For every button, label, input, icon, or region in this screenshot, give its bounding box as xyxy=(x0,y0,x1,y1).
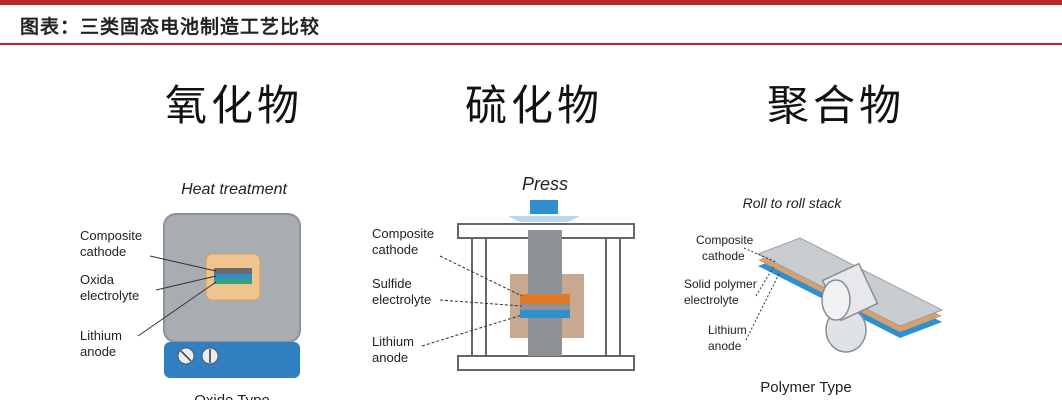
cathode-layer xyxy=(214,268,252,274)
svg-text:electrolyte: electrolyte xyxy=(80,288,139,303)
composite-cathode-label: Composite xyxy=(80,228,142,243)
sulfide-electrolyte-layer xyxy=(520,310,570,318)
lithium-anode-label: Lithium xyxy=(372,334,414,349)
polymer-diagram: Roll to roll stack Composite cathode Sol… xyxy=(684,195,944,396)
lithium-anode-label: Lithium xyxy=(80,328,122,343)
svg-text:cathode: cathode xyxy=(80,244,126,259)
header-divider xyxy=(0,43,1062,45)
oxide-title: 氧化物 xyxy=(164,81,303,130)
furnace-base xyxy=(164,342,300,378)
press-left-column xyxy=(471,237,487,357)
oxide-electrolyte-layer xyxy=(214,274,252,279)
svg-text:cathode: cathode xyxy=(372,242,418,257)
composite-cathode-label: Composite xyxy=(696,233,754,247)
sulfide-electrolyte-label: Sulfide xyxy=(372,276,412,291)
svg-text:anode: anode xyxy=(80,344,116,359)
roll-to-roll-label: Roll to roll stack xyxy=(743,195,843,211)
oxide-electrolyte-label: Oxida xyxy=(80,272,115,287)
sulfide-cathode-layer xyxy=(520,294,570,304)
oxide-diagram: Heat treatment Composite cathode Oxida e… xyxy=(80,181,301,400)
press-bottom-plate xyxy=(457,355,635,371)
press-label: Press xyxy=(522,174,568,194)
press-head xyxy=(530,200,558,214)
svg-text:anode: anode xyxy=(708,339,742,353)
press-right-column xyxy=(605,237,621,357)
oxide-process-label: Heat treatment xyxy=(181,181,287,198)
svg-text:cathode: cathode xyxy=(702,249,745,263)
lithium-anode-label: Lithium xyxy=(708,323,747,337)
svg-text:anode: anode xyxy=(372,350,408,365)
page-title: 图表：三类固态电池制造工艺比较 xyxy=(20,16,321,38)
svg-text:electrolyte: electrolyte xyxy=(684,293,739,307)
svg-text:electrolyte: electrolyte xyxy=(372,292,431,307)
sulfide-title: 硫化物 xyxy=(464,81,603,130)
polymer-electrolyte-label: Solid polymer xyxy=(684,277,757,291)
press-piston xyxy=(528,230,562,356)
upper-roller xyxy=(821,279,851,321)
sulfide-diagram: Press Composite cathode Sulfide electrol… xyxy=(372,174,635,371)
oxide-type-caption: Oxide Type xyxy=(194,392,270,400)
lithium-anode-layer xyxy=(214,279,252,284)
top-accent-line xyxy=(0,0,1062,5)
polymer-title: 聚合物 xyxy=(766,81,905,130)
polymer-type-caption: Polymer Type xyxy=(760,379,851,396)
composite-cathode-label: Composite xyxy=(372,226,434,241)
